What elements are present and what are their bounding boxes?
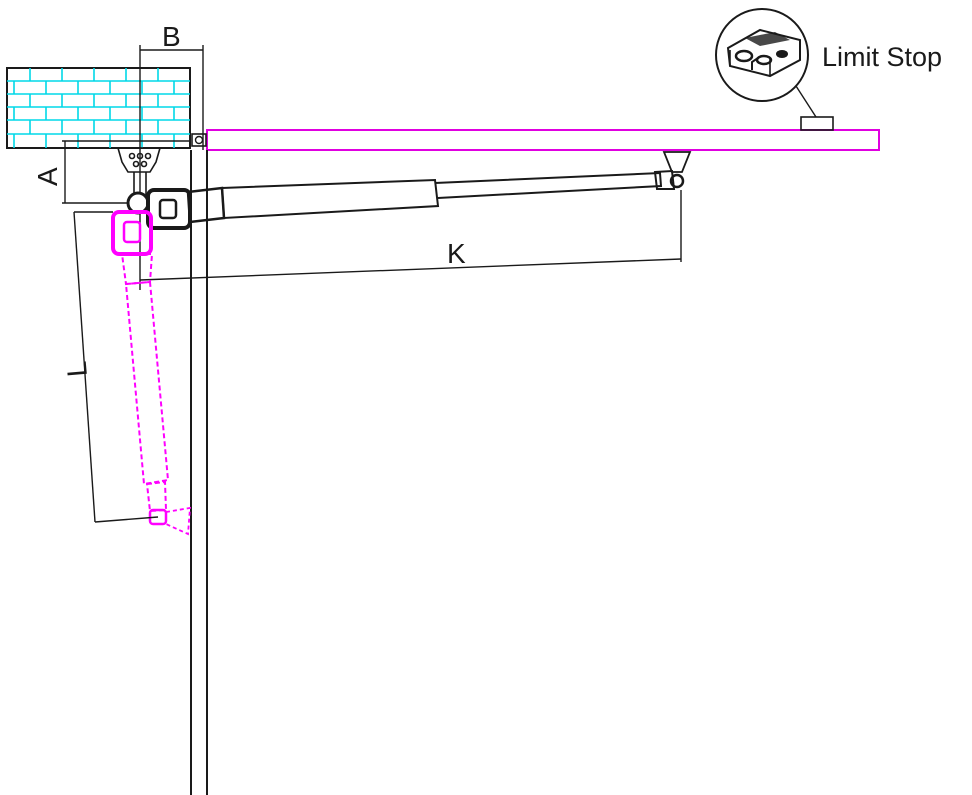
- dimension-l: [73, 211, 159, 523]
- brick-wall-icon: [6, 67, 191, 149]
- dimension-b-label: B: [162, 21, 181, 52]
- gate-hinge: [191, 133, 207, 147]
- actuator-closed: [126, 151, 692, 230]
- wall-bracket: [116, 147, 162, 195]
- limit-stop-bracket-icon: [715, 8, 809, 102]
- dimension-a-label: A: [32, 167, 63, 186]
- dimension-b: [139, 45, 204, 290]
- dimension-k: [139, 190, 682, 281]
- gate-leaf-open: [190, 150, 208, 795]
- dimension-l-label: L: [61, 360, 93, 378]
- limit-stop-label: Limit Stop: [822, 42, 942, 72]
- limit-stop-block: [800, 116, 834, 131]
- dimension-k-label: K: [447, 238, 466, 269]
- actuator-open: [111, 210, 191, 536]
- gate-leaf-closed: [206, 129, 880, 151]
- dimension-a: [62, 140, 190, 204]
